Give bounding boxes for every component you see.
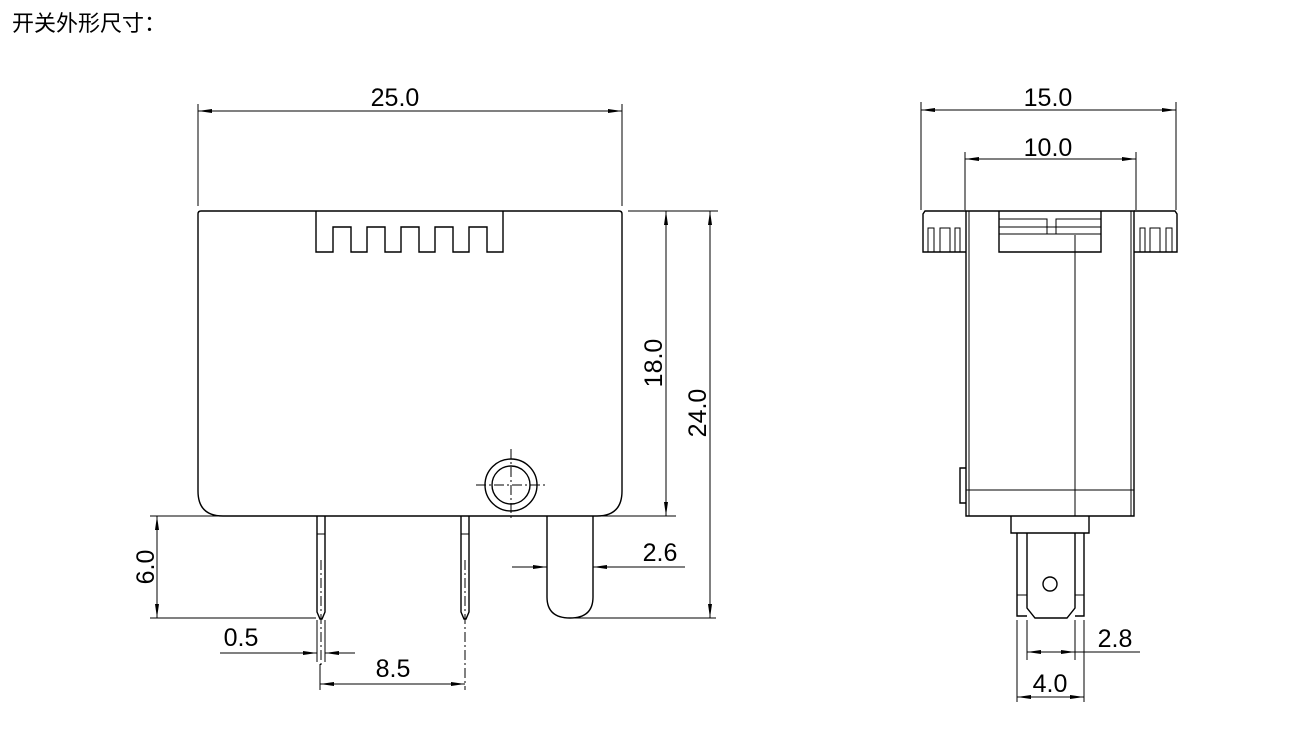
dim-terminal-width-label: 4.0 — [1033, 670, 1068, 698]
dim-tab-width-label: 2.6 — [643, 539, 678, 567]
side-body-outline — [965, 210, 1135, 517]
dim-width-label: 25.0 — [371, 84, 420, 112]
side-terminal — [1010, 516, 1090, 619]
front-body-outline — [197, 210, 623, 517]
side-small-tab — [959, 467, 966, 504]
dim-total-height-label: 24.0 — [684, 389, 712, 438]
quick-connect-tab — [546, 516, 594, 619]
dim-pin-spacing-label: 8.5 — [376, 655, 411, 683]
left-wing — [922, 210, 966, 253]
side-view: 15.0 10.0 2.8 4.0 — [920, 84, 1178, 702]
right-wing — [1134, 210, 1178, 253]
dim-total-width-label: 15.0 — [1024, 84, 1073, 112]
front-view: 25.0 18.0 24.0 6.0 0.5 8.5 2.6 — [132, 84, 718, 690]
drawing-title: 开关外形尺寸： — [12, 12, 167, 37]
front-comb-vent — [315, 211, 504, 253]
dim-body-height-label: 18.0 — [640, 339, 668, 388]
right-pin — [460, 516, 470, 690]
dim-pin-width-label: 0.5 — [224, 624, 259, 652]
dim-blade-width-label: 2.8 — [1098, 625, 1133, 653]
left-pin — [316, 516, 326, 665]
mounting-hole — [476, 449, 548, 521]
dim-body-width-label: 10.0 — [1024, 134, 1073, 162]
dim-pin-length-label: 6.0 — [132, 550, 160, 585]
top-recess — [998, 211, 1102, 253]
